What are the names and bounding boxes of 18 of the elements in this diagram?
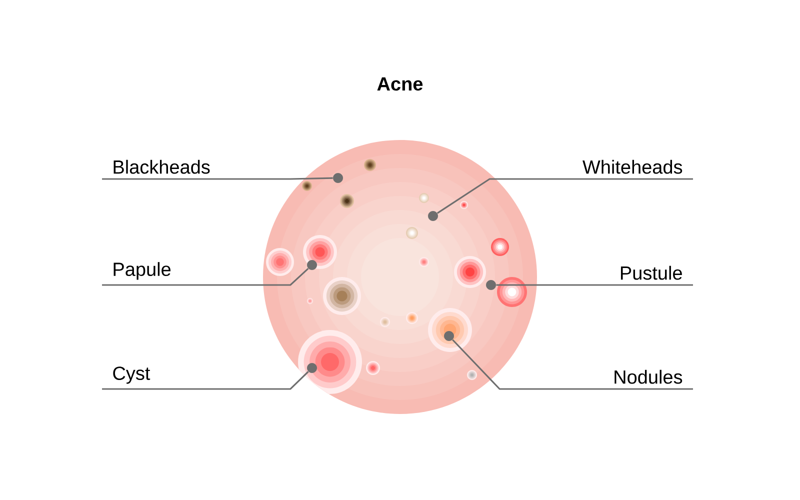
marker-dot <box>486 280 496 290</box>
leader-line <box>102 177 333 180</box>
label-text: Pustule <box>620 266 682 280</box>
leader-line <box>436 178 693 214</box>
leader-line <box>102 371 309 390</box>
label-text: Papule <box>114 262 171 280</box>
leader-line <box>452 339 693 390</box>
label-text: Blackheads <box>114 160 210 174</box>
marker-dot <box>333 173 343 183</box>
label-text: Cyst <box>113 366 150 384</box>
marker-dot <box>307 260 317 270</box>
marker-dot <box>444 331 454 341</box>
label-text: Nodules <box>614 370 682 384</box>
leader-line <box>102 268 309 286</box>
marker-dot <box>307 363 317 373</box>
marker-dot <box>428 211 438 221</box>
label-text: Whiteheads <box>582 160 682 174</box>
title: Acne <box>377 77 423 91</box>
